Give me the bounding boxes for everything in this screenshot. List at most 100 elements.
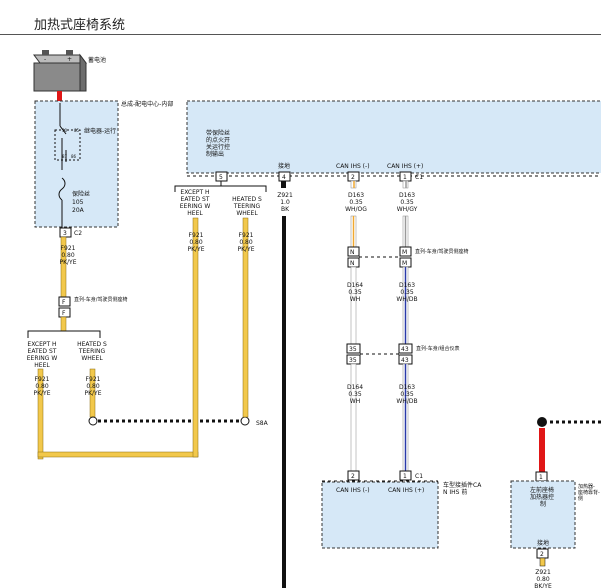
heater-splice-dot xyxy=(537,417,547,427)
module-can-high-pin-number: 1 xyxy=(403,174,407,181)
heater-ground-label: 接地 xyxy=(537,539,549,547)
module-box xyxy=(186,100,601,174)
left-wire-circuit: F921 xyxy=(61,245,76,252)
bottom-can-high-label: CAN IHS (+) xyxy=(388,487,424,494)
battery-wire xyxy=(57,91,62,103)
can-high-wire-2-circuit: D163 xyxy=(399,282,415,289)
relay-pin-30: 30 xyxy=(62,128,68,133)
can-high-wire-1-gauge: 0.35 xyxy=(400,199,414,206)
pdc-connector-id: C2 xyxy=(74,230,82,237)
inline-nm-label: 直列-车身/驾驶员侧座椅 xyxy=(415,248,469,255)
left-branch-heated-circuit: F921 xyxy=(86,376,101,383)
mid-heated-label-2: TEERING xyxy=(233,203,261,210)
can-low-wire-1-circuit: D163 xyxy=(348,192,364,199)
battery-icon: - + xyxy=(33,50,87,92)
can-high-wire-label-2: D163 0.35 WH/DB xyxy=(396,282,417,303)
left-branch-bottom xyxy=(37,451,199,458)
heater-ground-wire-label: Z921 0.80 BK/YE xyxy=(534,569,552,588)
module-ground-circuit: Z921 xyxy=(277,192,293,199)
heater-power-wire xyxy=(539,428,545,472)
mid-except-label: EXCEPT H xyxy=(180,189,209,196)
pdc-label: 总成-配电中心-内部 xyxy=(121,100,173,108)
left-branch-except-label: F921 0.80 PK/YE xyxy=(33,376,50,397)
svg-text:+: + xyxy=(67,56,72,63)
left-except-label-3: EERING W xyxy=(27,355,58,362)
left-branch-heated-gauge: 0.80 xyxy=(86,383,100,390)
module-ground-gauge: 1.0 xyxy=(280,199,290,206)
inline-m-pin-bottom: M xyxy=(402,260,407,267)
bottom-can-high-pin-number: 1 xyxy=(403,473,407,480)
left-heated-label: HEATED S xyxy=(77,341,107,348)
mid-except-label-3: EERING W xyxy=(180,203,211,210)
module-label: 带保险丝 的点火开 关运行控 制输出 xyxy=(206,129,232,158)
ground-wire xyxy=(282,216,286,588)
can-low-wire-3-color: WH xyxy=(350,398,360,405)
bottom-connector-id: C1 xyxy=(415,473,423,480)
bottom-can-low-pin xyxy=(347,470,360,481)
can-high-wire-label-1: D163 0.35 WH/GY xyxy=(397,192,418,213)
left-wire-gauge: 0.80 xyxy=(61,252,75,259)
mid-heated-label: HEATED S xyxy=(232,196,262,203)
inline-n-pin-bottom: N xyxy=(350,260,355,267)
left-except-label-2: EATED ST xyxy=(28,348,57,355)
fuse-rating: 20A xyxy=(72,207,85,214)
can-low-wire-label-2: D164 0.35 WH xyxy=(347,282,363,303)
can-high-wire-3-gauge: 0.35 xyxy=(400,391,414,398)
bottom-can-low-pin-number: 2 xyxy=(351,473,355,480)
relay-pin-86: 86 xyxy=(71,154,77,159)
mid-heated-label-3: WHEEL xyxy=(236,210,258,217)
mid-except-wire-label: F921 0.80 PK/YE xyxy=(187,232,204,253)
inline-n-top xyxy=(347,246,360,257)
heater-ground-color: BK/YE xyxy=(534,583,552,588)
can-low-wire-seg-2 xyxy=(350,266,357,345)
module-can-low-label: CAN IHS (-) xyxy=(336,163,370,170)
svg-text:-: - xyxy=(44,56,46,63)
heater-pin-1-number: 1 xyxy=(539,474,543,481)
mid-heated-wire-color: PK/YE xyxy=(237,246,254,253)
mid-except-label-4: HEEL xyxy=(187,210,203,217)
can-low-wire-label-1: D163 0.35 WH/OG xyxy=(345,192,367,213)
inline-43-pin-bottom: 43 xyxy=(401,357,409,364)
can-low-wire-3-circuit: D164 xyxy=(347,384,363,391)
mid-except-wire-gauge: 0.80 xyxy=(189,239,203,246)
inline-35-top xyxy=(346,343,361,354)
heater-ground-pin-number: 2 xyxy=(540,551,544,558)
can-low-wire-1-gauge: 0.35 xyxy=(349,199,363,206)
pdc-box xyxy=(34,100,119,228)
left-except-label-4: HEEL xyxy=(34,362,50,369)
can-low-wire-label-3: D164 0.35 WH xyxy=(347,384,363,405)
left-heated-label-3: WHEEL xyxy=(81,355,103,362)
fuse-number: 105 xyxy=(72,199,84,206)
mid-heated-wire-label: F921 0.80 PK/YE xyxy=(237,232,254,253)
mid-heated-wire-circuit: F921 xyxy=(239,232,254,239)
splice-f-top xyxy=(58,296,71,307)
can-high-wire-2-color: WH/DB xyxy=(396,296,417,303)
inline-43-pin-top: 43 xyxy=(401,346,409,353)
can-high-wire-1-circuit: D163 xyxy=(399,192,415,199)
splice-node-left xyxy=(88,416,98,426)
bottom-can-low-label: CAN IHS (-) xyxy=(336,487,370,494)
bottom-module-label: 车型接插件CA N IHS 前 xyxy=(443,481,483,496)
module-can-low-pin-number: 2 xyxy=(351,174,355,181)
title-rule xyxy=(0,34,601,35)
relay-icon xyxy=(54,103,81,170)
fuse-label: 保险丝 xyxy=(72,190,90,198)
module-ground-wire-label: Z921 1.0 BK xyxy=(277,192,293,213)
can-low-wire-3-gauge: 0.35 xyxy=(348,391,362,398)
fuse-icon xyxy=(58,177,66,201)
left-branch-heated-label: F921 0.80 PK/YE xyxy=(84,376,101,397)
can-high-wire-3-circuit: D163 xyxy=(399,384,415,391)
inline-n-pin-top: N xyxy=(350,249,355,256)
left-wire-label: F921 0.80 PK/YE xyxy=(59,245,76,266)
inline-35-pin-bottom: 35 xyxy=(349,357,357,364)
heater-ground-circuit: Z921 xyxy=(535,569,551,576)
splice-f-pin-top: F xyxy=(62,299,66,306)
module-pin-5-number: 5 xyxy=(219,174,223,181)
can-low-wire-2-circuit: D164 xyxy=(347,282,363,289)
page-title: 加热式座椅系统 xyxy=(34,18,126,33)
splice-node-right xyxy=(240,416,250,426)
left-branch-except-color: PK/YE xyxy=(33,390,50,397)
relay-pin-85: 85 xyxy=(74,128,80,133)
mid-except-label-2: EATED ST xyxy=(181,196,210,203)
module-ground-color: BK xyxy=(281,206,290,213)
